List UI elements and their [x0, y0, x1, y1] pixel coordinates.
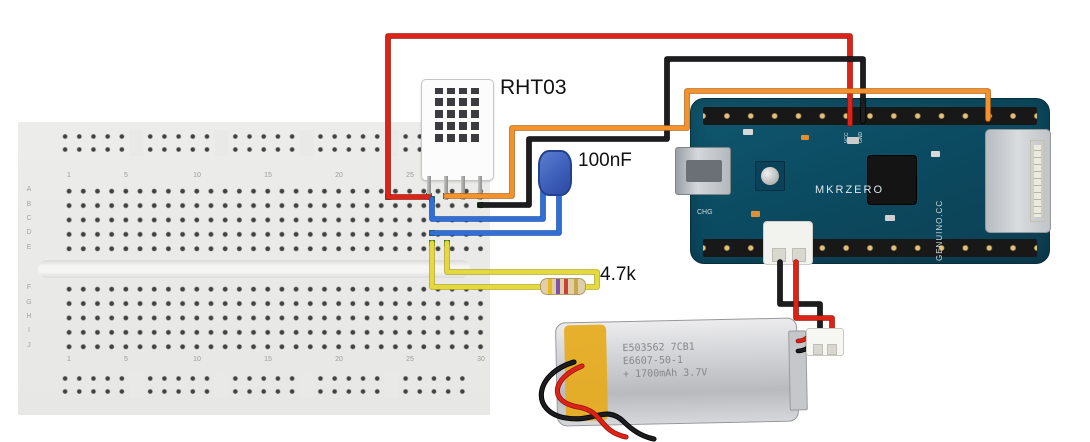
battery-red-wire — [794, 260, 834, 334]
sensor-label: RHT03 — [500, 76, 567, 99]
bb-col-label: 1 — [67, 356, 71, 363]
breadboard-center-channel — [38, 260, 470, 278]
smd-component — [751, 211, 760, 217]
bb-row-label: G — [26, 299, 32, 306]
battery-red-wire — [793, 259, 835, 335]
bb-col-label: 25 — [406, 172, 414, 179]
sensor-pin-3 — [461, 176, 465, 200]
bb-row-label: A — [26, 186, 32, 193]
bb-row-label: D — [26, 229, 32, 236]
pin-header-bottom — [703, 239, 1037, 257]
bb-row-label: B — [26, 201, 32, 208]
resistor-band-violet — [556, 279, 560, 294]
resistor-band-gold — [574, 279, 578, 294]
pin-header-top — [703, 107, 1037, 125]
sensor-pin-1 — [427, 176, 431, 200]
battery-line-1: E503562 7CB1 — [622, 341, 695, 355]
bb-row-label: I — [28, 327, 30, 334]
resistor-band-yellow — [548, 279, 552, 294]
bb-col-label: 15 — [264, 172, 272, 179]
breadboard: 1 5 10 15 20 25 30 1 5 10 15 20 25 30 A … — [18, 122, 490, 415]
gnd-pin-label: GND — [858, 131, 864, 143]
rht03-sensor — [421, 79, 494, 181]
chg-led-label: CHG — [697, 209, 713, 216]
bb-col-label: 5 — [124, 172, 128, 179]
jst-slot — [827, 344, 837, 355]
bb-row-label: F — [26, 284, 32, 291]
bb-col-label: 10 — [193, 172, 201, 179]
bb-row-label: H — [26, 313, 32, 320]
lipo-battery: E503562 7CB1 E6607-50-1 + 1700mAh 3.7V — [554, 317, 808, 427]
connection-pad — [429, 240, 435, 246]
bb-col-label: 30 — [477, 356, 485, 363]
bb-col-label: 15 — [264, 356, 272, 363]
connection-pad — [429, 230, 435, 236]
smd-component — [931, 151, 940, 157]
board-name: MKRZERO — [815, 184, 884, 196]
board-brand: GENUINO.CC — [935, 199, 944, 261]
mkr-zero-board: MKRZERO GENUINO.CC CHG VCC GND — [675, 98, 1051, 265]
battery-markings: E503562 7CB1 E6607-50-1 + 1700mAh 3.7V — [622, 340, 707, 381]
bb-col-label: 20 — [335, 356, 343, 363]
reset-button-cap — [761, 167, 779, 185]
capacitor-100nf — [538, 150, 572, 196]
connection-pad — [385, 194, 391, 200]
micro-usb-port — [675, 147, 731, 195]
battery-line-3: + 1700mAh 3.7V — [622, 367, 708, 381]
sensor-vent-grid — [431, 88, 483, 146]
capacitor-label: 100nF — [578, 150, 632, 171]
bb-col-label: 1 — [67, 172, 71, 179]
bb-col-label: 10 — [193, 356, 201, 363]
bb-col-label: 25 — [406, 356, 414, 363]
smd-component — [885, 215, 895, 221]
bb-col-label: 5 — [124, 356, 128, 363]
breadboard-power-rail-top — [58, 130, 470, 156]
battery-crimp-tab — [788, 330, 808, 411]
bb-row-label: C — [26, 215, 32, 222]
usb-slot — [686, 160, 722, 182]
connection-pad — [444, 240, 450, 246]
resistor-label: 4.7k — [600, 264, 636, 285]
jst-connector — [806, 328, 844, 356]
breadboard-grid-bottom — [62, 282, 490, 354]
smd-component — [847, 137, 859, 144]
connector-slot — [772, 248, 786, 262]
resistor-band-red — [564, 279, 568, 294]
smd-component — [801, 135, 809, 140]
bb-row-label: E — [26, 244, 32, 251]
bb-row-label: J — [27, 342, 31, 349]
board-battery-connector — [763, 221, 813, 265]
resistor-4k7 — [540, 278, 586, 295]
mcu-chip — [867, 155, 917, 205]
breadboard-power-rail-bottom — [58, 372, 470, 398]
reset-button — [755, 161, 785, 191]
smd-component — [743, 129, 753, 135]
sd-card-sticker — [1030, 140, 1045, 222]
sensor-pin-4 — [478, 176, 482, 200]
jst-slot — [813, 344, 823, 355]
bb-col-label: 20 — [335, 172, 343, 179]
connection-pad — [477, 202, 483, 208]
connector-slot — [792, 248, 806, 262]
sd-card-slot — [985, 129, 1051, 233]
sensor-pin-2 — [444, 176, 448, 200]
battery-tape — [563, 324, 608, 422]
